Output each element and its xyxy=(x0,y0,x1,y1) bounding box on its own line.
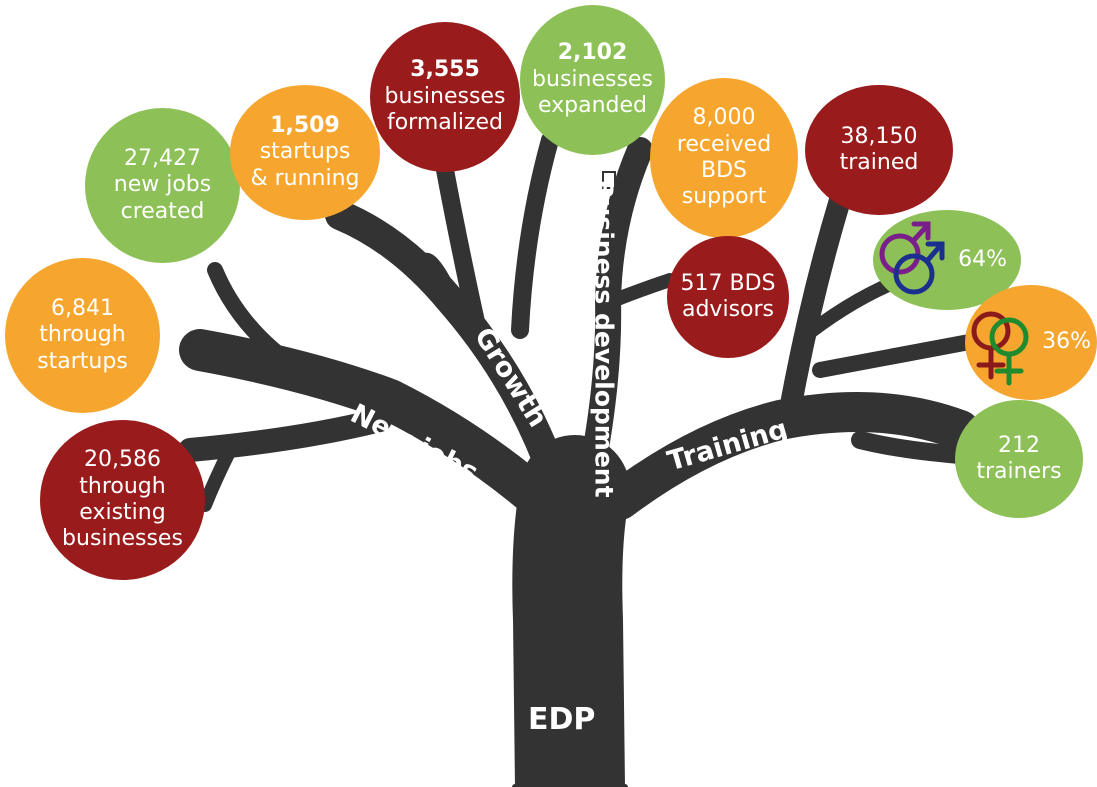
branch-label-business-development: Business development xyxy=(589,179,619,498)
bubble-text: existing xyxy=(79,500,166,525)
branch-new-jobs-low xyxy=(178,408,392,462)
branch-new-jobs xyxy=(179,329,561,521)
bubble-value: 6,841 xyxy=(51,295,114,321)
bubble-value: 36% xyxy=(1042,329,1091,355)
bubble-startups-running: 1,509 startups & running xyxy=(230,85,380,220)
bubble-value: 20,586 xyxy=(84,447,161,473)
bubble-text: formalized xyxy=(386,110,504,136)
bubble-value: 2,102 xyxy=(557,40,628,66)
bubble-text: through xyxy=(39,322,126,348)
bubble-value: 38,150 xyxy=(840,123,918,149)
twig-growth-up xyxy=(436,161,489,349)
twig-growth-mid xyxy=(414,252,456,296)
twig-growth-right xyxy=(511,131,559,339)
male-symbol-icon xyxy=(879,221,945,295)
bubble-text: businesses xyxy=(532,66,653,92)
branch-growth xyxy=(325,200,570,495)
twig-female xyxy=(812,332,988,378)
bubble-bds-support: 8,000 received BDS support xyxy=(650,78,798,238)
bubble-female: 36% xyxy=(965,285,1097,400)
bubble-text: & running xyxy=(250,165,360,191)
bubble-formalized: 3,555 businesses formalized xyxy=(370,22,520,172)
bubble-text: startups xyxy=(259,139,351,165)
bubble-text: expanded xyxy=(537,93,648,119)
twig-startups xyxy=(207,262,308,378)
female-symbol-icon xyxy=(971,311,1029,386)
bubble-value: 517 BDS xyxy=(680,270,776,296)
bubble-new-jobs-created: 27,427 new jobs created xyxy=(85,108,240,263)
twig-bds xyxy=(608,273,677,307)
bubble-text: advisors xyxy=(681,297,774,322)
bubble-trainers: 212 trainers xyxy=(955,400,1083,518)
label-marker xyxy=(602,171,616,189)
twig-trained xyxy=(779,189,851,421)
bubble-text: new jobs xyxy=(113,172,212,198)
bubble-text: startups xyxy=(37,348,128,374)
trunk xyxy=(512,435,630,787)
bubble-text: BDS xyxy=(701,158,747,183)
bubble-bds-advisors: 517 BDS advisors xyxy=(667,236,789,358)
bubble-value: 3,555 xyxy=(410,57,480,83)
bubble-value: 64% xyxy=(958,246,1007,272)
bubble-text: businesses xyxy=(62,526,183,552)
trunk-label: EDP xyxy=(528,702,596,737)
branch-training xyxy=(600,392,980,520)
bubble-text: through xyxy=(79,473,166,499)
bubble-expanded: 2,102 businesses expanded xyxy=(520,5,665,155)
bubble-value: 212 xyxy=(998,432,1040,458)
bubble-text: trained xyxy=(839,150,919,175)
bubble-text: received xyxy=(676,131,772,157)
bubble-text: support xyxy=(681,184,767,210)
bubble-text: businesses xyxy=(384,83,506,109)
twig-existing xyxy=(198,443,237,512)
bubble-trained: 38,150 trained xyxy=(805,85,953,215)
bubble-through-existing: 20,586 through existing businesses xyxy=(40,420,205,580)
bubble-value: 1,509 xyxy=(270,112,340,138)
bubble-value: 8,000 xyxy=(692,105,756,131)
bubble-text: created xyxy=(120,198,205,224)
bubble-text: trainers xyxy=(976,459,1062,484)
bubble-through-startups: 6,841 through startups xyxy=(5,258,160,413)
twig-trainers xyxy=(851,431,969,464)
bubble-value: 27,427 xyxy=(124,145,201,171)
